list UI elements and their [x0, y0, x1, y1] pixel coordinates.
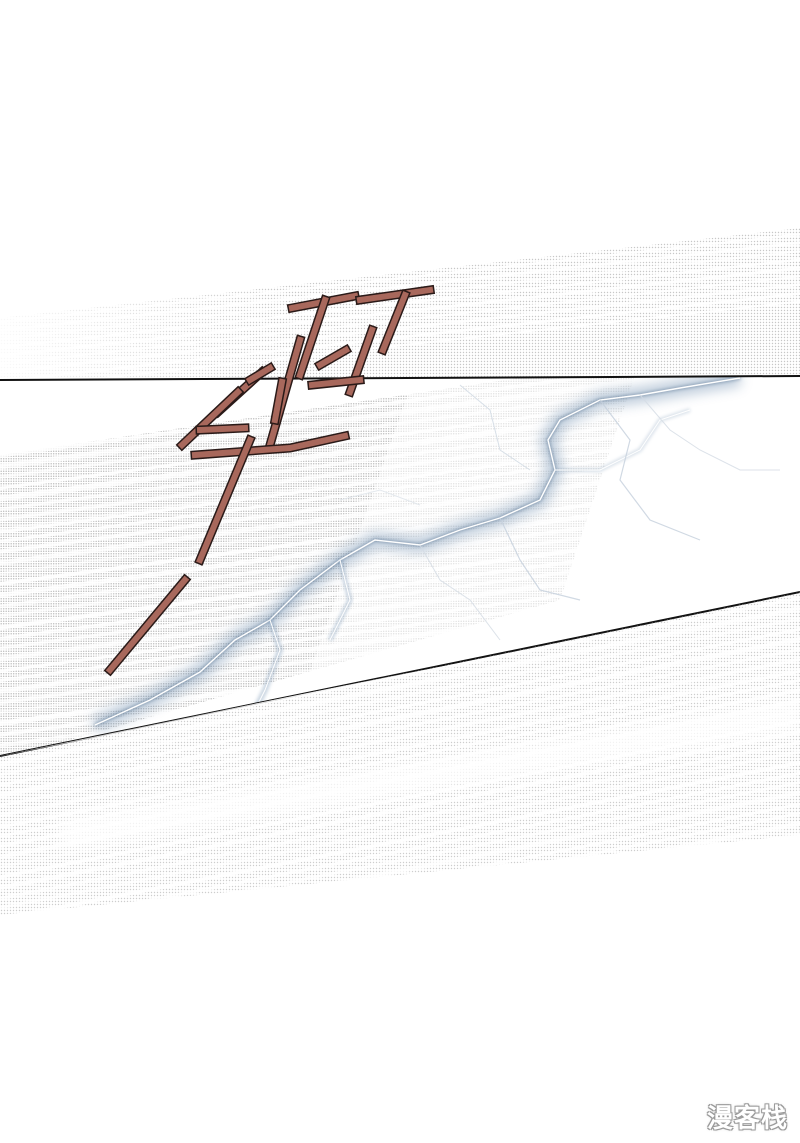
- sound-effect-glyph: 碎: [103, 284, 436, 677]
- watermark-logo: 漫客栈: [706, 1104, 788, 1134]
- panel-border-top: [0, 375, 800, 381]
- lightning-bolt: [91, 376, 780, 733]
